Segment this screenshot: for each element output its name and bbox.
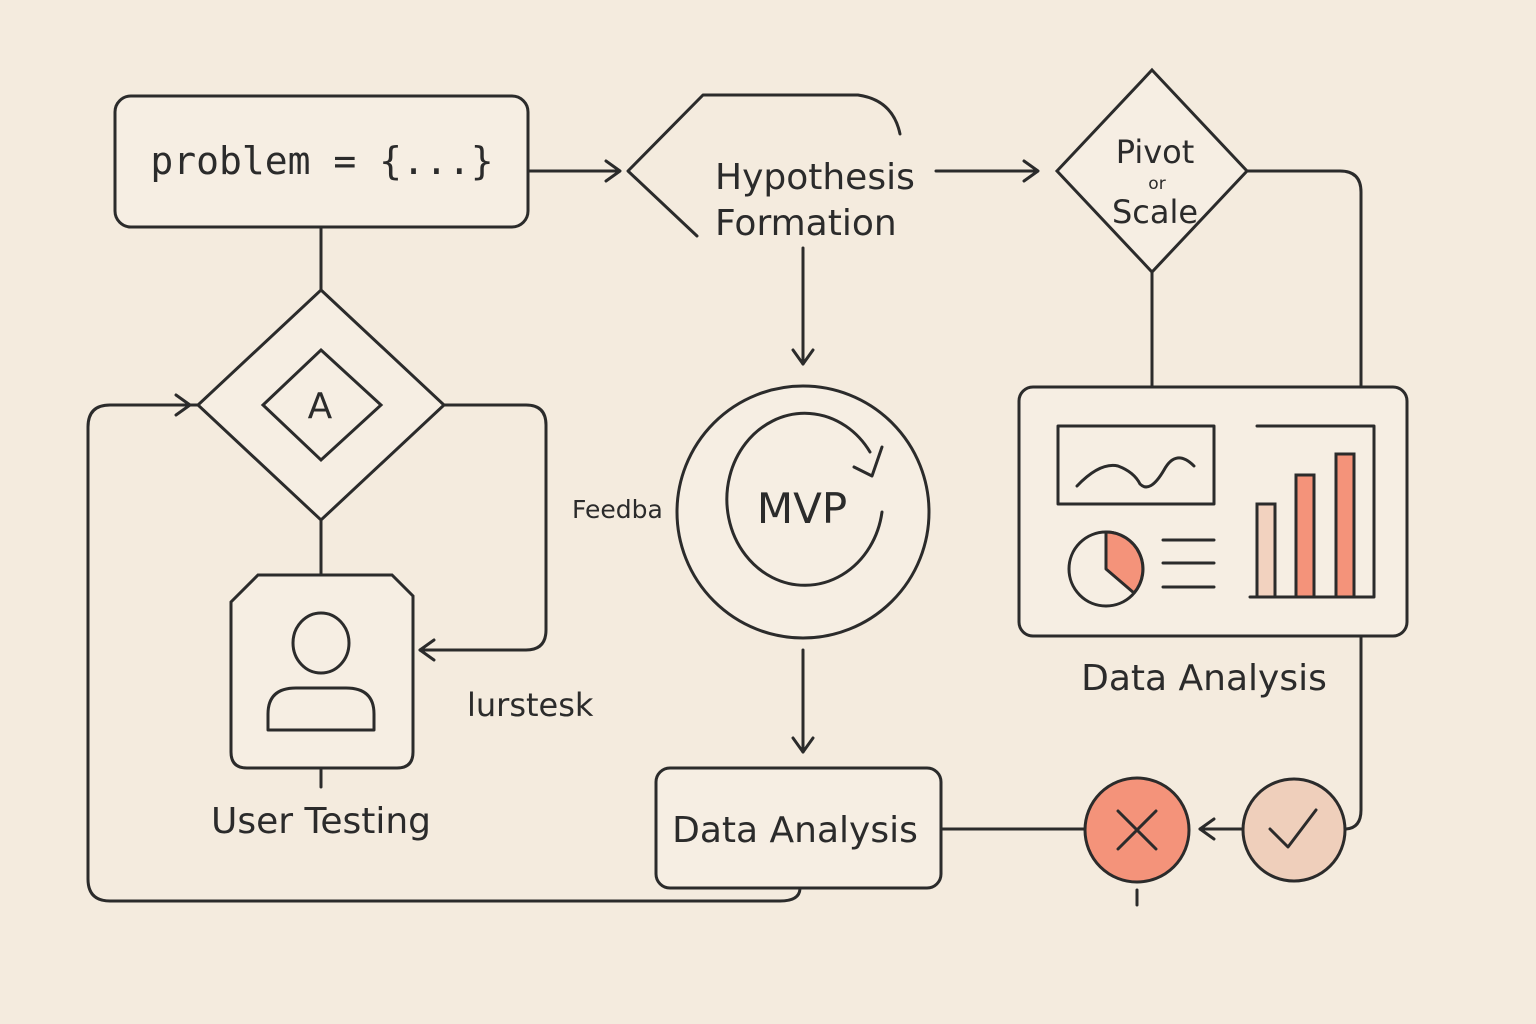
user-avatar-icon	[266, 611, 376, 732]
data-analysis-node[interactable]: Data Analysis	[654, 766, 943, 890]
hypothesis-node[interactable]: Hypothesis Formation	[626, 93, 915, 244]
pivot-label-line2: Scale	[1112, 193, 1198, 231]
mvp-label: MVP	[757, 484, 847, 533]
edge-outer-feedback-loop	[86, 403, 802, 903]
arrowhead	[174, 393, 192, 417]
problem-box	[113, 94, 530, 229]
data-analysis-box	[654, 766, 943, 890]
line-chart-icon	[1056, 424, 1216, 506]
x-icon	[1116, 809, 1158, 851]
refresh-cycle-icon	[725, 411, 884, 587]
pivot-label-line1: Pivot	[1116, 133, 1195, 171]
arrowhead	[791, 348, 815, 366]
accept-circle	[1241, 777, 1347, 883]
legend-lines-icon	[1161, 538, 1216, 589]
edge-pivot-to-dashboard	[1245, 169, 1363, 389]
arrowhead	[1022, 159, 1040, 183]
hypothesis-label-line2: Formation	[715, 203, 897, 244]
feedback-label: Feedba	[572, 495, 663, 524]
user-testing-node[interactable]	[229, 573, 415, 770]
ab-inner-diamond	[260, 347, 384, 463]
dashboard-node[interactable]	[1017, 385, 1409, 638]
edge-dashboard-to-accept	[1344, 635, 1363, 831]
arrowhead	[791, 736, 815, 754]
iterate-label: lurstesk	[467, 686, 594, 724]
pivot-or-scale-node[interactable]: Pivot or Scale	[1054, 67, 1250, 275]
mvp-node[interactable]: MVP	[675, 384, 931, 640]
arrowhead	[604, 159, 622, 183]
edge-ab-loop-to-user	[418, 403, 548, 652]
accept-node[interactable]	[1241, 777, 1347, 883]
user-testing-label: User Testing	[211, 801, 431, 842]
check-icon	[1268, 808, 1318, 849]
arrowhead	[1198, 817, 1216, 841]
ab-label: A	[308, 386, 333, 427]
pivot-label-conj: or	[1148, 174, 1165, 194]
hypothesis-shape	[626, 93, 902, 238]
connectors	[86, 159, 1363, 907]
reject-node[interactable]	[1083, 776, 1191, 884]
data-analysis-label: Data Analysis	[672, 810, 918, 851]
bar-chart-icon	[1248, 424, 1376, 599]
hypothesis-label-line1: Hypothesis	[715, 157, 915, 198]
cycle-arrowhead	[852, 445, 884, 478]
problem-node[interactable]: problem = {...}	[113, 94, 530, 229]
dashboard-label: Data Analysis	[1081, 658, 1327, 699]
problem-label: problem = {...}	[150, 139, 493, 183]
pie-chart-icon	[1067, 530, 1145, 608]
ab-test-node[interactable]: A	[195, 287, 447, 523]
pivot-diamond	[1054, 67, 1250, 275]
arrowhead	[418, 638, 436, 662]
